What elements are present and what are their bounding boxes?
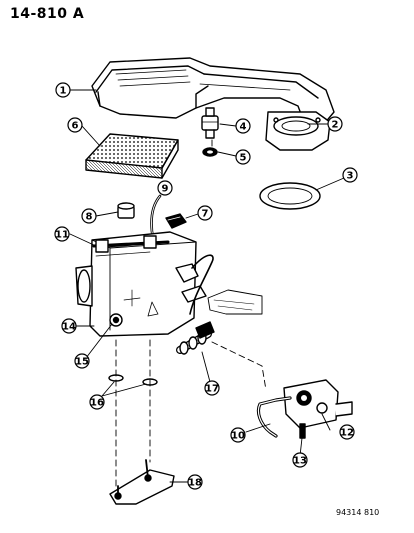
callout-10: 10 [230, 427, 246, 443]
callout-9: 9 [157, 180, 173, 196]
callout-17: 17 [204, 380, 220, 396]
throttle-body [256, 379, 353, 439]
callout-1: 1 [55, 82, 71, 98]
housing-clamp [92, 235, 170, 253]
svg-text:12: 12 [340, 428, 354, 439]
seal-ring [259, 182, 321, 210]
callout-2: 2 [327, 116, 343, 132]
page-title: 14-810 A [10, 6, 85, 22]
callout-11: 11 [54, 226, 70, 242]
svg-text:9: 9 [162, 184, 169, 195]
figure-code: 94314 810 [336, 508, 380, 517]
svg-text:6: 6 [72, 121, 79, 132]
assembly-guide-lines [115, 139, 267, 487]
svg-text:3: 3 [347, 171, 354, 182]
mounting-bracket [109, 459, 175, 505]
callout-4: 4 [235, 118, 251, 134]
svg-text:8: 8 [86, 212, 93, 223]
temperature-sensor [201, 107, 219, 139]
callout-14: 14 [61, 318, 77, 334]
callout-15: 15 [74, 353, 90, 369]
svg-text:18: 18 [188, 478, 202, 489]
svg-text:14: 14 [62, 322, 76, 333]
callout-12: 12 [339, 424, 355, 440]
engine-fragment [207, 289, 263, 315]
callout-6: 6 [67, 117, 83, 133]
svg-text:11: 11 [55, 230, 69, 241]
callouts: 1 2 3 4 5 6 7 8 9 10 11 12 13 14 15 16 1… [54, 82, 358, 490]
svg-text:4: 4 [240, 122, 247, 133]
housing-fitting [117, 202, 135, 219]
svg-text:5: 5 [240, 153, 247, 164]
svg-text:16: 16 [90, 398, 104, 409]
callout-7: 7 [197, 205, 213, 221]
svg-text:17: 17 [205, 384, 219, 395]
leader-lines [69, 89, 345, 483]
svg-text:10: 10 [231, 431, 245, 442]
callout-16: 16 [89, 394, 105, 410]
callout-5: 5 [235, 149, 251, 165]
air-cleaner-housing [75, 231, 207, 337]
svg-text:2: 2 [332, 120, 339, 131]
air-filter-element [85, 133, 179, 179]
duct-adapter [265, 111, 331, 151]
callout-8: 8 [81, 208, 97, 224]
svg-text:1: 1 [60, 86, 67, 97]
callout-13: 13 [292, 452, 308, 468]
callout-3: 3 [342, 167, 358, 183]
housing-bolt [109, 313, 123, 327]
callout-18: 18 [187, 474, 203, 490]
svg-text:7: 7 [202, 209, 209, 220]
svg-text:13: 13 [293, 456, 307, 467]
svg-text:15: 15 [75, 357, 89, 368]
pcv-hose [176, 254, 215, 355]
clip [165, 213, 187, 229]
sensor-washer [202, 147, 218, 157]
air-cleaner-cover [91, 57, 335, 125]
